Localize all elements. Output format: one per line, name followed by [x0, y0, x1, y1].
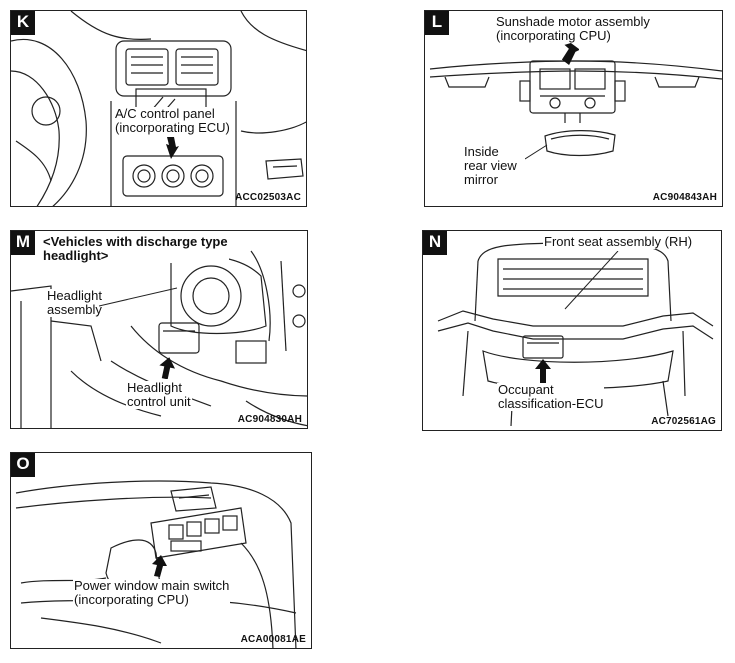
panel-l-badge: L	[425, 11, 449, 35]
panel-m-code: AC904830AH	[237, 414, 302, 425]
door-trim-drawing	[15, 480, 297, 648]
inside-mirror-label-line1: Inside	[464, 144, 499, 159]
arrow-icon	[159, 357, 175, 379]
headlight-assembly-label-line1: Headlight	[47, 288, 102, 303]
occupant-ecu-label-line1: Occupant	[498, 382, 554, 397]
ac-control-panel-label-line1: A/C control panel	[115, 106, 215, 121]
leader-line	[525, 144, 548, 160]
power-window-switch-label-line1: Power window main switch	[74, 578, 230, 593]
panel-n: N Front seat assembly (RH) Occupant clas…	[422, 230, 722, 431]
headlight-control-unit-label-line1: Headlight	[127, 380, 182, 395]
front-seat-label: Front seat assembly (RH)	[543, 234, 694, 249]
panel-o-code: ACA00081AE	[240, 634, 306, 645]
panel-k-code: ACC02503AC	[235, 192, 301, 203]
power-window-switch-label: Power window main switch (incorporating …	[73, 578, 231, 607]
leader-line	[564, 251, 619, 310]
leader-line	[99, 287, 178, 307]
headlight-assembly-label-line2: assembly	[47, 302, 102, 317]
panel-m: M <Vehicles with discharge type headligh…	[10, 230, 308, 429]
discharge-headlight-heading-line1: <Vehicles with discharge type	[43, 234, 228, 249]
headlight-assembly-label: Headlight assembly	[46, 289, 103, 317]
front-seat-label-text: Front seat assembly (RH)	[544, 234, 693, 249]
panel-o-badge: O	[11, 453, 35, 477]
sunshade-motor-label: Sunshade motor assembly (incorporating C…	[495, 15, 651, 43]
discharge-headlight-heading-line2: headlight>	[43, 248, 109, 263]
headlight-control-unit-label: Headlight control unit	[126, 381, 192, 409]
panel-o: O Power window main switch (incorporatin…	[10, 452, 312, 649]
occupant-ecu-label-line2: classification-ECU	[498, 396, 604, 411]
sunshade-motor-drawing	[429, 60, 722, 157]
panel-l-code: AC904843AH	[652, 192, 717, 203]
panel-m-badge: M	[11, 231, 35, 255]
front-seat-drawing	[437, 242, 714, 427]
panel-n-code: AC702561AG	[651, 416, 716, 427]
inside-mirror-label-line3: mirror	[464, 172, 498, 187]
inside-mirror-label: Inside rear view mirror	[463, 145, 518, 187]
arrow-icon	[152, 555, 167, 577]
headlight-control-unit-label-line2: control unit	[127, 394, 191, 409]
sunshade-motor-label-line1: Sunshade motor assembly	[496, 14, 650, 29]
inside-mirror-label-line2: rear view	[464, 158, 517, 173]
panel-n-badge: N	[423, 231, 447, 255]
occupant-ecu-label: Occupant classification-ECU	[497, 382, 605, 411]
sunshade-motor-label-line2: (incorporating CPU)	[496, 28, 611, 43]
arrow-icon	[535, 359, 551, 383]
panel-k: K A/C control panel (incorporating ECU) …	[10, 10, 307, 207]
arrow-icon	[561, 43, 579, 65]
power-window-switch-label-line2: (incorporating CPU)	[74, 592, 189, 607]
panel-l: L Sunshade motor assembly (incorporating…	[424, 10, 723, 207]
discharge-headlight-heading: <Vehicles with discharge type headlight>	[42, 235, 229, 263]
ac-control-panel-label: A/C control panel (incorporating ECU)	[114, 107, 231, 135]
arrow-icon	[166, 137, 179, 159]
panel-k-badge: K	[11, 11, 35, 35]
ac-control-panel-label-line2: (incorporating ECU)	[115, 120, 230, 135]
